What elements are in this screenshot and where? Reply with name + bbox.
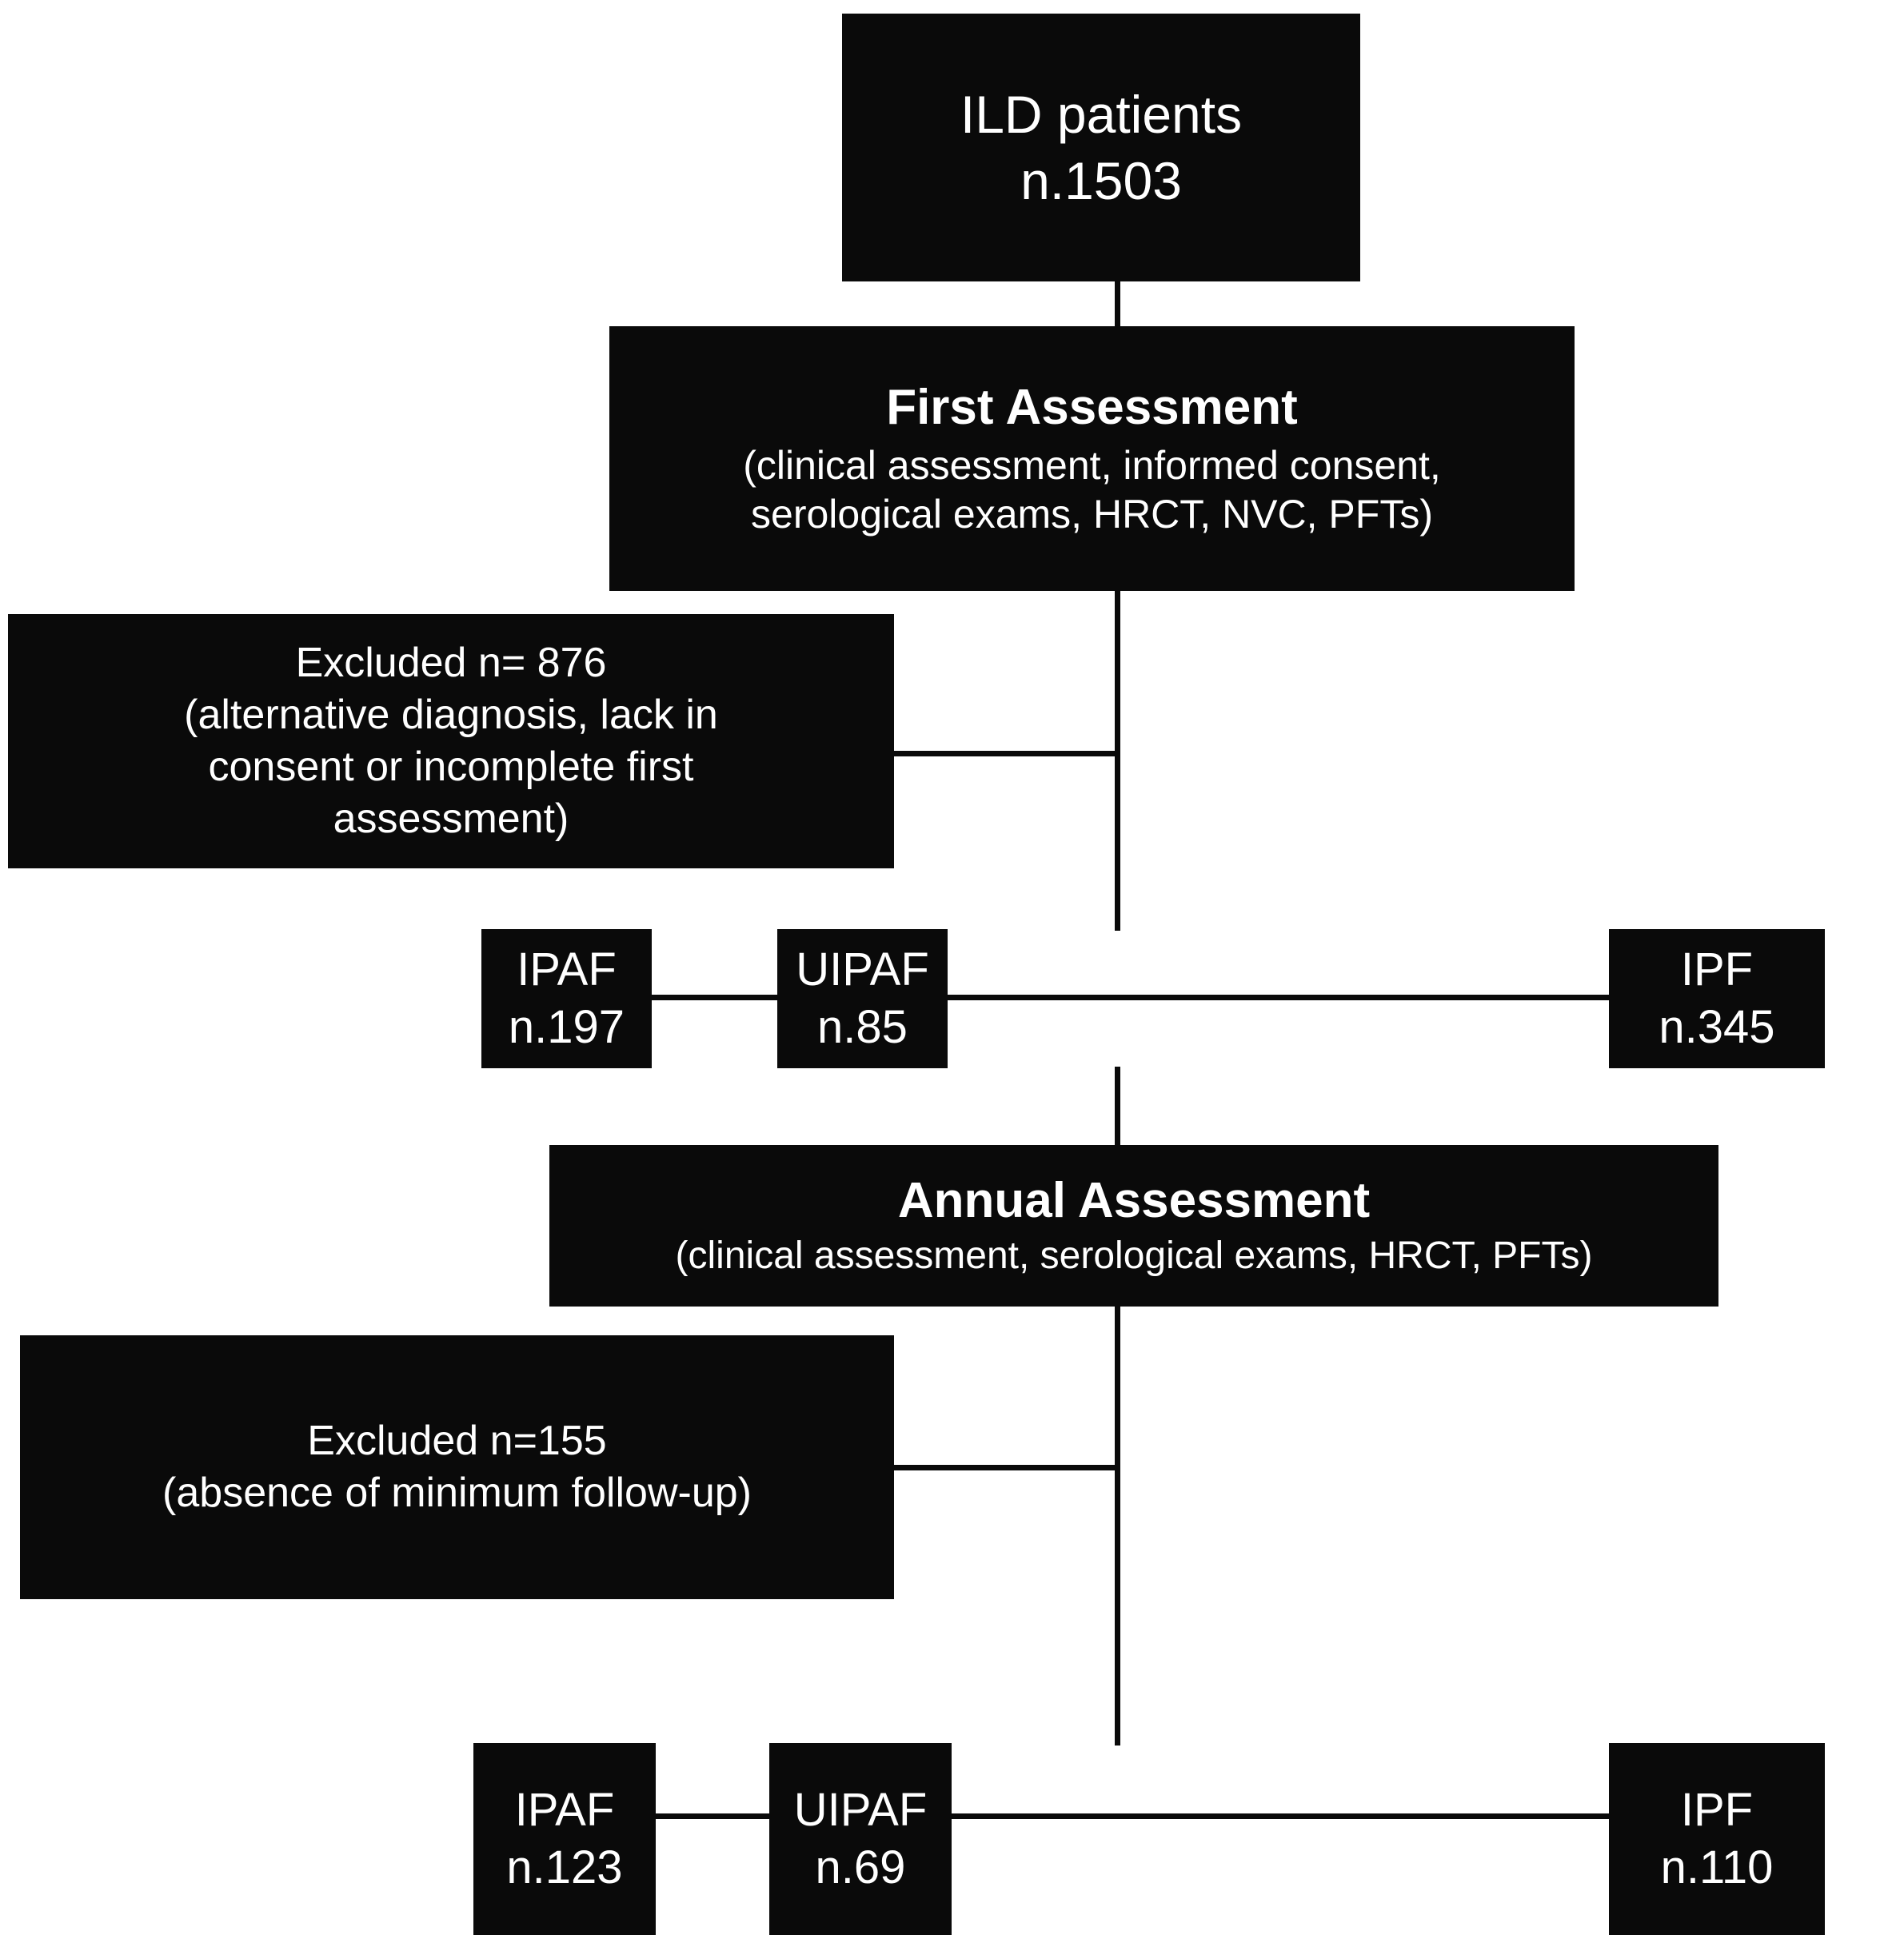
connector-ild-to-first-assessment [1115,280,1120,328]
node-uipaf-row-2-label: UIPAF [793,1783,928,1836]
connector-uipaf-to-ipaf-row-2 [653,1813,772,1819]
node-ipf-row-2: IPF n.110 [1609,1743,1825,1935]
node-ipaf-row-2-count: n.123 [506,1841,623,1893]
node-excluded-annual-assessment-text: Excluded n=155 (absence of minimum follo… [162,1418,752,1516]
connector-annual-assessment-to-cohort-row-2 [1115,1304,1120,1745]
node-ipf-row-1-count: n.345 [1659,1001,1775,1053]
node-first-assessment-title: First Assessment [886,379,1298,435]
node-annual-assessment-detail: (clinical assessment, serological exams,… [675,1235,1593,1278]
node-uipaf-row-1: UIPAF n.85 [777,929,948,1068]
node-ipaf-row-2: IPAF n.123 [473,1743,656,1935]
connector-first-assessment-to-cohort-row-1 [1115,588,1120,931]
node-annual-assessment: Annual Assessment (clinical assessment, … [549,1145,1718,1307]
node-excluded-first-assessment: Excluded n= 876 (alternative diagnosis, … [8,614,894,868]
connector-cohort-row-1-to-annual-assessment [1115,1067,1120,1147]
node-ipaf-row-1-label: IPAF [517,943,617,995]
node-ipaf-row-1-count: n.197 [508,1001,625,1053]
connector-uipaf-to-ipaf-row-1 [631,995,780,1000]
node-uipaf-row-2: UIPAF n.69 [769,1743,952,1935]
node-ipf-row-1: IPF n.345 [1609,929,1825,1068]
node-uipaf-row-1-label: UIPAF [796,943,929,995]
connector-excluded-annual-to-trunk [891,1465,1120,1470]
connector-uipaf-to-ipf-row-1 [944,995,1612,1000]
node-ild-patients-count: n.1503 [1020,150,1182,210]
node-excluded-annual-assessment: Excluded n=155 (absence of minimum follo… [20,1335,894,1599]
node-ipf-row-2-count: n.110 [1660,1841,1774,1893]
node-ipf-row-1-label: IPF [1680,943,1754,995]
node-ild-patients-label: ILD patients [960,85,1243,144]
connector-uipaf-to-ipf-row-2 [948,1813,1612,1819]
node-first-assessment: First Assessment (clinical assessment, i… [609,326,1575,591]
connector-excluded-first-to-trunk [891,751,1120,756]
node-ild-patients: ILD patients n.1503 [842,14,1360,281]
node-uipaf-row-2-count: n.69 [815,1841,906,1893]
node-first-assessment-detail: (clinical assessment, informed consent, … [743,443,1441,537]
node-ipaf-row-2-label: IPAF [514,1783,615,1836]
node-excluded-first-assessment-text: Excluded n= 876 (alternative diagnosis, … [184,640,718,842]
node-uipaf-row-1-count: n.85 [817,1001,908,1053]
node-ipaf-row-1: IPAF n.197 [481,929,652,1068]
node-ipf-row-2-label: IPF [1680,1783,1754,1836]
node-annual-assessment-title: Annual Assessment [897,1173,1371,1229]
